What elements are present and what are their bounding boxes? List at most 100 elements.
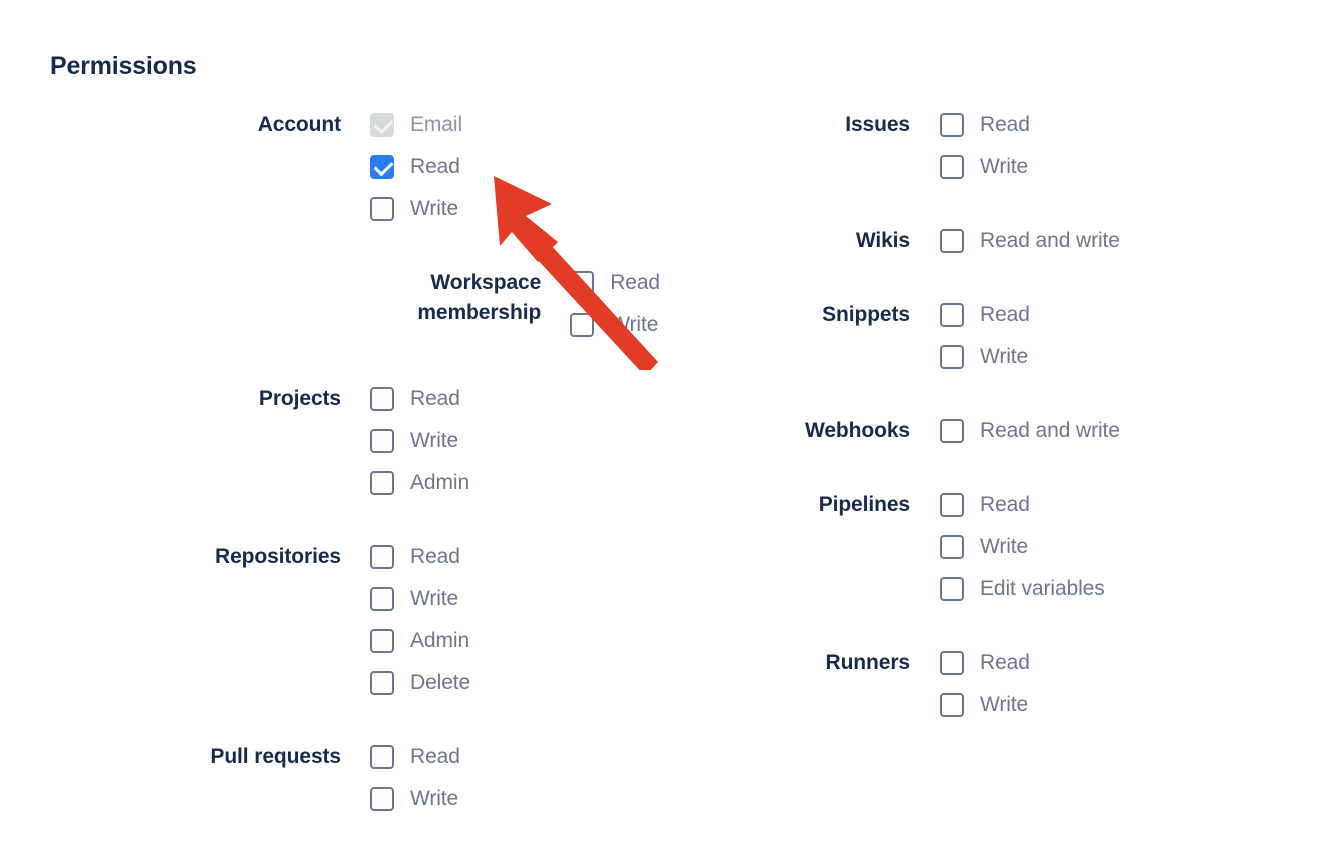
permission-option-row[interactable]: Read <box>370 378 469 420</box>
permission-option-label: Write <box>980 535 1029 558</box>
permission-option-label: Read <box>410 745 460 768</box>
permission-option-row[interactable]: Admin <box>370 620 470 662</box>
permission-option-label: Write <box>410 587 459 610</box>
permission-option-label: Read <box>410 545 460 568</box>
permission-option-row[interactable]: Write <box>940 336 1030 378</box>
permission-option-list: Read and write <box>940 220 1120 262</box>
permission-option-label: Read <box>410 155 460 178</box>
permission-group-label: Workspace membership <box>417 271 542 324</box>
permission-group-label: Projects <box>258 387 341 410</box>
permission-option-row[interactable]: Edit variables <box>940 568 1105 610</box>
permission-option-row[interactable]: Read <box>570 262 660 304</box>
checkbox-read[interactable] <box>940 651 964 675</box>
permission-option-row[interactable]: Admin <box>370 462 469 504</box>
permission-option-row[interactable]: Write <box>370 188 462 230</box>
checkbox-read[interactable] <box>370 745 394 769</box>
checkbox-read[interactable] <box>370 387 394 411</box>
checkbox-admin[interactable] <box>370 629 394 653</box>
checkbox-admin[interactable] <box>370 471 394 495</box>
permission-option-row[interactable]: Write <box>940 146 1030 188</box>
permission-option-row[interactable]: Read <box>370 146 462 188</box>
permission-option-row[interactable]: Read <box>940 642 1030 684</box>
checkbox-write[interactable] <box>370 787 394 811</box>
checkbox-write[interactable] <box>940 345 964 369</box>
check-icon <box>373 156 394 177</box>
checkbox-write[interactable] <box>370 587 394 611</box>
permission-option-label: Read and write <box>980 419 1120 442</box>
permission-option-row[interactable]: Read <box>940 104 1030 146</box>
checkbox-read[interactable] <box>370 545 394 569</box>
permission-option-label: Write <box>410 787 459 810</box>
permission-option-row[interactable]: Email <box>370 104 462 146</box>
permission-option-label: Write <box>410 429 459 452</box>
checkbox-read[interactable] <box>570 271 595 295</box>
checkbox-write[interactable] <box>940 535 964 559</box>
permission-option-row[interactable]: Write <box>570 304 660 346</box>
permission-option-row[interactable]: Write <box>940 684 1030 726</box>
permission-option-label: Write <box>410 197 459 220</box>
permission-option-row[interactable]: Read <box>370 736 460 778</box>
permission-group: Webhooks Read and write <box>660 410 1322 452</box>
permission-option-label: Admin <box>410 471 470 494</box>
permission-group-label: Account <box>257 113 341 136</box>
checkbox-edit-variables[interactable] <box>940 577 964 601</box>
permission-option-label: Read <box>410 387 460 410</box>
permission-option-row[interactable]: Write <box>370 420 469 462</box>
permission-option-label: Read <box>980 113 1030 136</box>
permission-option-label: Delete <box>410 671 471 694</box>
checkbox-email <box>370 113 394 137</box>
checkbox-read-and-write[interactable] <box>940 229 964 253</box>
permission-option-label: Email <box>410 113 463 136</box>
checkbox-read[interactable] <box>940 303 964 327</box>
permission-option-row[interactable]: Delete <box>370 662 470 704</box>
permission-option-label: Read and write <box>980 229 1120 252</box>
permission-group-label: Repositories <box>215 545 341 568</box>
permission-option-label: Admin <box>410 629 470 652</box>
permission-option-row[interactable]: Read and write <box>940 220 1120 262</box>
checkbox-read[interactable] <box>940 493 964 517</box>
checkbox-write[interactable] <box>370 429 394 453</box>
permission-option-label: Edit variables <box>980 577 1105 600</box>
checkbox-write[interactable] <box>940 155 964 179</box>
permission-option-row[interactable]: Read <box>370 536 470 578</box>
permission-option-list: Read and write <box>940 410 1120 452</box>
permission-group-label: Issues <box>845 113 910 136</box>
permission-option-label: Read <box>610 271 660 294</box>
checkbox-write[interactable] <box>940 693 964 717</box>
permission-group-label: Runners <box>825 651 911 674</box>
checkbox-write[interactable] <box>370 197 394 221</box>
permission-group-label: Pipelines <box>818 493 910 516</box>
permission-option-row[interactable]: Read <box>940 294 1030 336</box>
permission-option-row[interactable]: Read <box>940 484 1105 526</box>
checkbox-read[interactable] <box>370 155 394 179</box>
checkbox-write[interactable] <box>570 313 595 337</box>
permission-option-label: Write <box>980 345 1029 368</box>
permission-option-row[interactable]: Read and write <box>940 410 1120 452</box>
permission-group-label: Webhooks <box>805 419 910 442</box>
checkbox-read[interactable] <box>940 113 964 137</box>
permission-option-row[interactable]: Write <box>940 526 1105 568</box>
page-title: Permissions <box>50 52 197 80</box>
checkbox-delete[interactable] <box>370 671 394 695</box>
checkbox-read-and-write[interactable] <box>940 419 964 443</box>
permission-option-row[interactable]: Write <box>370 578 470 620</box>
permission-option-label: Write <box>980 693 1029 716</box>
permission-option-row[interactable]: Write <box>370 778 460 820</box>
permission-group-label: Wikis <box>855 229 910 252</box>
